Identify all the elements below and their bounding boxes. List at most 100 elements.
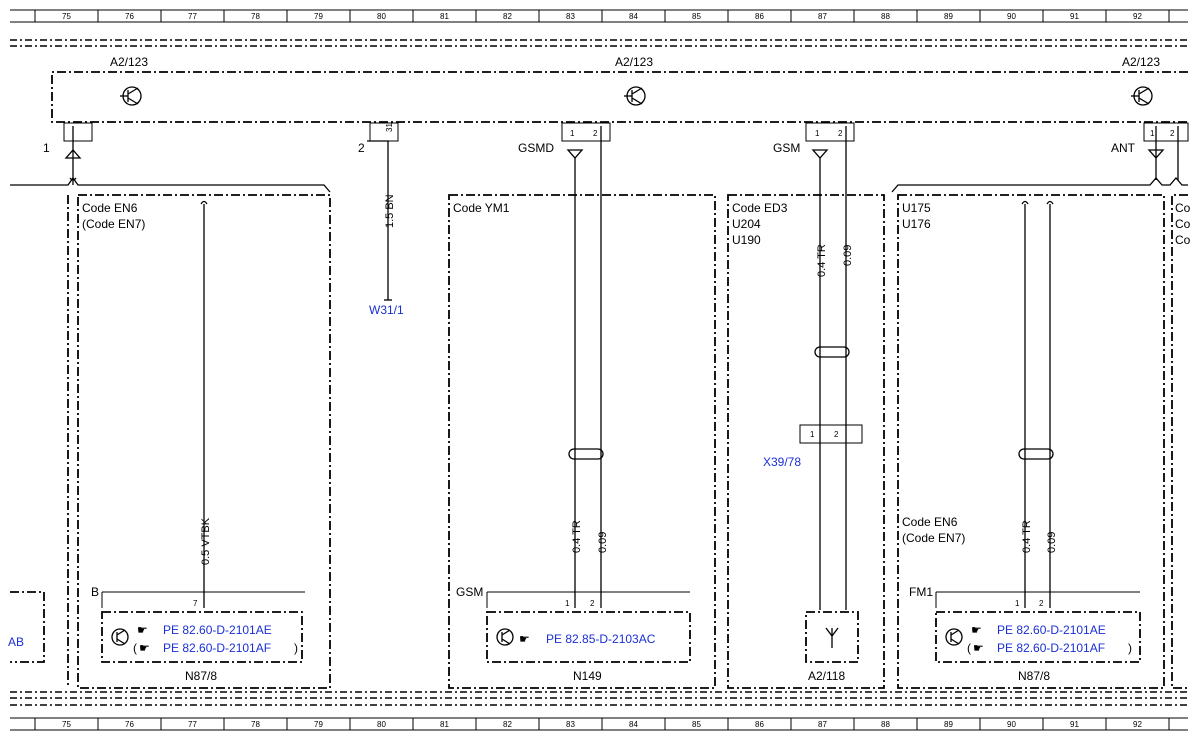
grid-label: 79: [314, 720, 323, 729]
svg-text:U176: U176: [902, 217, 931, 231]
svg-text:Code YM1: Code YM1: [453, 201, 510, 215]
harness-bracket: [10, 176, 331, 193]
grid-label: 84: [629, 720, 638, 729]
svg-text:Co: Co: [1175, 233, 1191, 247]
wire-label: 0.4 TR: [571, 520, 583, 553]
doc-link[interactable]: PE 82.60-D-2101AE: [997, 623, 1106, 637]
svg-text:): ): [294, 641, 298, 655]
doc-link[interactable]: PE 82.85-D-2103AC: [546, 632, 656, 646]
pointer-hand-icon: ☛: [139, 641, 150, 655]
grid-label: 81: [440, 12, 449, 21]
svg-text:1: 1: [1015, 599, 1020, 608]
svg-text:1: 1: [1150, 129, 1155, 138]
pin-gsmd: 1 2 GSMD: [518, 122, 611, 159]
antenna-icon: [825, 627, 839, 648]
svg-text:(: (: [967, 641, 971, 655]
doc-link[interactable]: PE 82.60-D-2101AF: [997, 641, 1105, 655]
grid-label: 83: [566, 12, 575, 21]
grid-label: 92: [1133, 12, 1142, 21]
grid-label: 89: [944, 720, 953, 729]
grid-label: 88: [881, 12, 890, 21]
svg-text:Code EN6: Code EN6: [902, 515, 958, 529]
pin-ground: 31 2 1.5 BN W31/1: [358, 122, 404, 317]
grid-label: 81: [440, 720, 449, 729]
wire-label: 0.09: [842, 245, 854, 266]
module-a2-123: A2/123 A2/123 A2/123: [51, 55, 1188, 123]
svg-text:1: 1: [810, 430, 815, 439]
grid-label: 91: [1070, 720, 1079, 729]
pointer-hand-icon: ☛: [519, 632, 530, 646]
grid-label: 82: [503, 12, 512, 21]
grid-label: 76: [125, 12, 134, 21]
grid-label: 85: [692, 12, 701, 21]
pin-number: 2: [358, 141, 365, 155]
svg-text:GSM: GSM: [456, 585, 483, 599]
grid-label: 77: [188, 12, 197, 21]
transistor-icon: [120, 86, 142, 106]
wire-label: 0.5 VTBK: [200, 517, 212, 565]
box-en6-right: U175 U176 Code EN6 (Code EN7) 0.4 TR 0.0…: [897, 194, 1165, 689]
svg-text:U204: U204: [732, 217, 761, 231]
grid-label: 82: [503, 720, 512, 729]
transistor-icon: [1131, 86, 1153, 106]
svg-text:Code EN6: Code EN6: [82, 201, 138, 215]
wire-label: 0.4 TR: [1021, 520, 1033, 553]
doc-link[interactable]: PE 82.60-D-2101AE: [163, 623, 272, 637]
grid-label: 87: [818, 12, 827, 21]
wire-label: 0.09: [597, 532, 609, 553]
grid-label: 83: [566, 720, 575, 729]
svg-text:2: 2: [593, 129, 598, 138]
module-label-mid: A2/123: [615, 55, 653, 69]
component-name: N149: [573, 669, 602, 683]
component-name: N87/8: [1018, 669, 1050, 683]
doc-link[interactable]: PE 82.60-D-2101AF: [163, 641, 271, 655]
svg-text:7: 7: [193, 599, 198, 608]
wire-label: 0.09: [1046, 532, 1058, 553]
pin-number: 1: [43, 141, 50, 155]
grid-label: 89: [944, 12, 953, 21]
grid-label: 76: [125, 720, 134, 729]
svg-text:Code ED3: Code ED3: [732, 201, 788, 215]
grid-label: 79: [314, 12, 323, 21]
pin-label-gsm: GSM: [773, 141, 800, 155]
svg-text:2: 2: [834, 430, 839, 439]
pin-ant: 1 2 ANT: [1111, 122, 1189, 180]
grid-label: 80: [377, 720, 386, 729]
grid-label: 87: [818, 720, 827, 729]
grid-label: 90: [1007, 12, 1016, 21]
transistor-icon: [624, 86, 646, 106]
svg-text:U175: U175: [902, 201, 931, 215]
grid-label: 78: [251, 12, 260, 21]
svg-text:AB: AB: [8, 635, 24, 649]
grid-label: 92: [1133, 720, 1142, 729]
connector-x39-78: [799, 424, 863, 444]
grid-label: 86: [755, 12, 764, 21]
grid-label: 91: [1070, 12, 1079, 21]
grid-label: 86: [755, 720, 764, 729]
module-label-left: A2/123: [110, 55, 148, 69]
grid-label: 75: [62, 720, 71, 729]
svg-text:(Code EN7): (Code EN7): [82, 217, 145, 231]
svg-text:2: 2: [590, 599, 595, 608]
svg-text:31: 31: [385, 123, 394, 132]
svg-text:1: 1: [570, 129, 575, 138]
svg-text:U190: U190: [732, 233, 761, 247]
transistor-icon: [111, 628, 129, 646]
pin-label-gsmd: GSMD: [518, 141, 554, 155]
wire-label: 0.4 TR: [816, 244, 828, 277]
svg-text:Co: Co: [1175, 217, 1191, 231]
box-en6-left: Code EN6 (Code EN7) 0.5 VTBK B 7 ☛ PE 82…: [67, 194, 331, 689]
pin-label-ant: ANT: [1111, 141, 1136, 155]
component-name: N87/8: [185, 669, 217, 683]
connector-link-x39[interactable]: X39/78: [763, 455, 801, 469]
svg-text:B: B: [91, 585, 99, 599]
grid-label: 77: [188, 720, 197, 729]
box-edge-right: Co Co Co: [1171, 194, 1191, 689]
box-edge-left: AB: [8, 591, 45, 663]
pointer-hand-icon: ☛: [973, 641, 984, 655]
svg-text:1: 1: [565, 599, 570, 608]
connector-link-w31[interactable]: W31/1: [369, 303, 404, 317]
harness-bracket: [891, 177, 1188, 193]
